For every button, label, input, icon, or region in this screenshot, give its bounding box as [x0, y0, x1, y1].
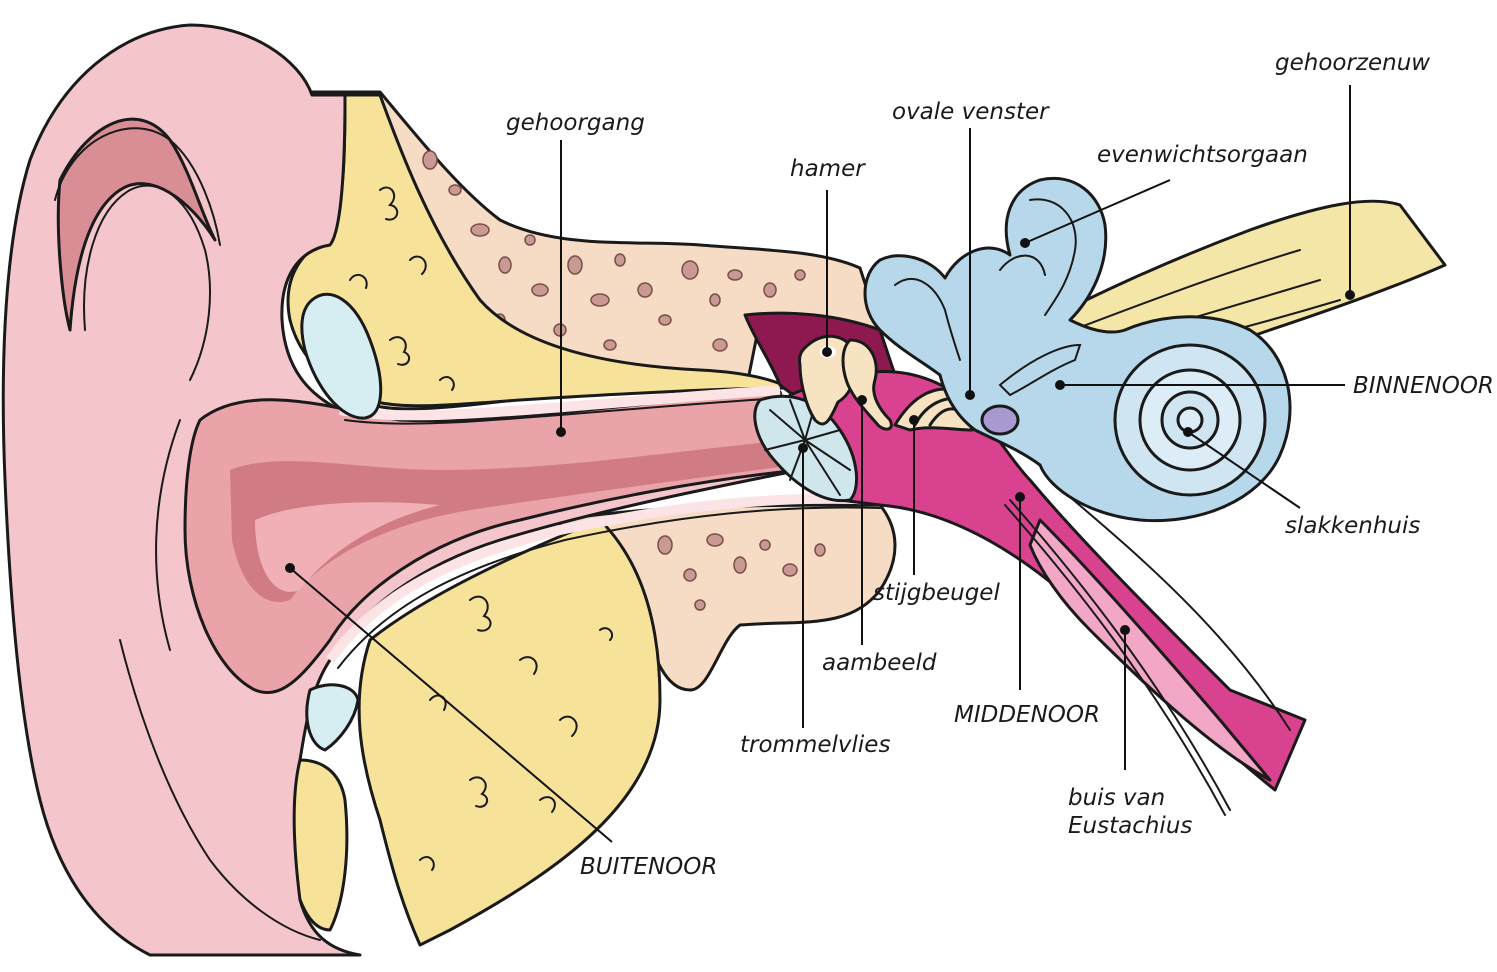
label-middenoor: MIDDENOOR	[954, 702, 1100, 728]
label-buis-van-eustachius-line1: buis van	[1068, 785, 1165, 811]
fat-pads	[300, 292, 383, 752]
label-buis-van-eustachius-line2: Eustachius	[1068, 813, 1192, 839]
cartilage-texture	[349, 186, 614, 871]
middle-ear	[743, 311, 1307, 816]
label-gehoorzenuw: gehoorzenuw	[1275, 50, 1430, 76]
cartilage	[286, 93, 792, 947]
label-aambeeld: aambeeld	[822, 650, 937, 676]
label-evenwichtsorgaan: evenwichtsorgaan	[1097, 142, 1308, 168]
label-trommelvlies: trommelvlies	[740, 732, 890, 758]
labels: gehoorzenuw gehoorgang ovale venster eve…	[506, 50, 1494, 880]
label-ovale-venster: ovale venster	[892, 99, 1050, 125]
inner-ear	[863, 177, 1447, 523]
label-buitenoor: BUITENOOR	[580, 854, 717, 880]
leader-lines	[285, 85, 1355, 843]
label-binnenoor: BINNENOOR	[1353, 373, 1494, 399]
label-gehoorgang: gehoorgang	[506, 110, 645, 136]
label-stijgbeugel: stijgbeugel	[873, 580, 1000, 606]
bone-pores	[422, 150, 826, 611]
canal-lining	[325, 385, 881, 669]
label-hamer: hamer	[790, 156, 866, 182]
label-slakkenhuis: slakkenhuis	[1285, 513, 1420, 539]
